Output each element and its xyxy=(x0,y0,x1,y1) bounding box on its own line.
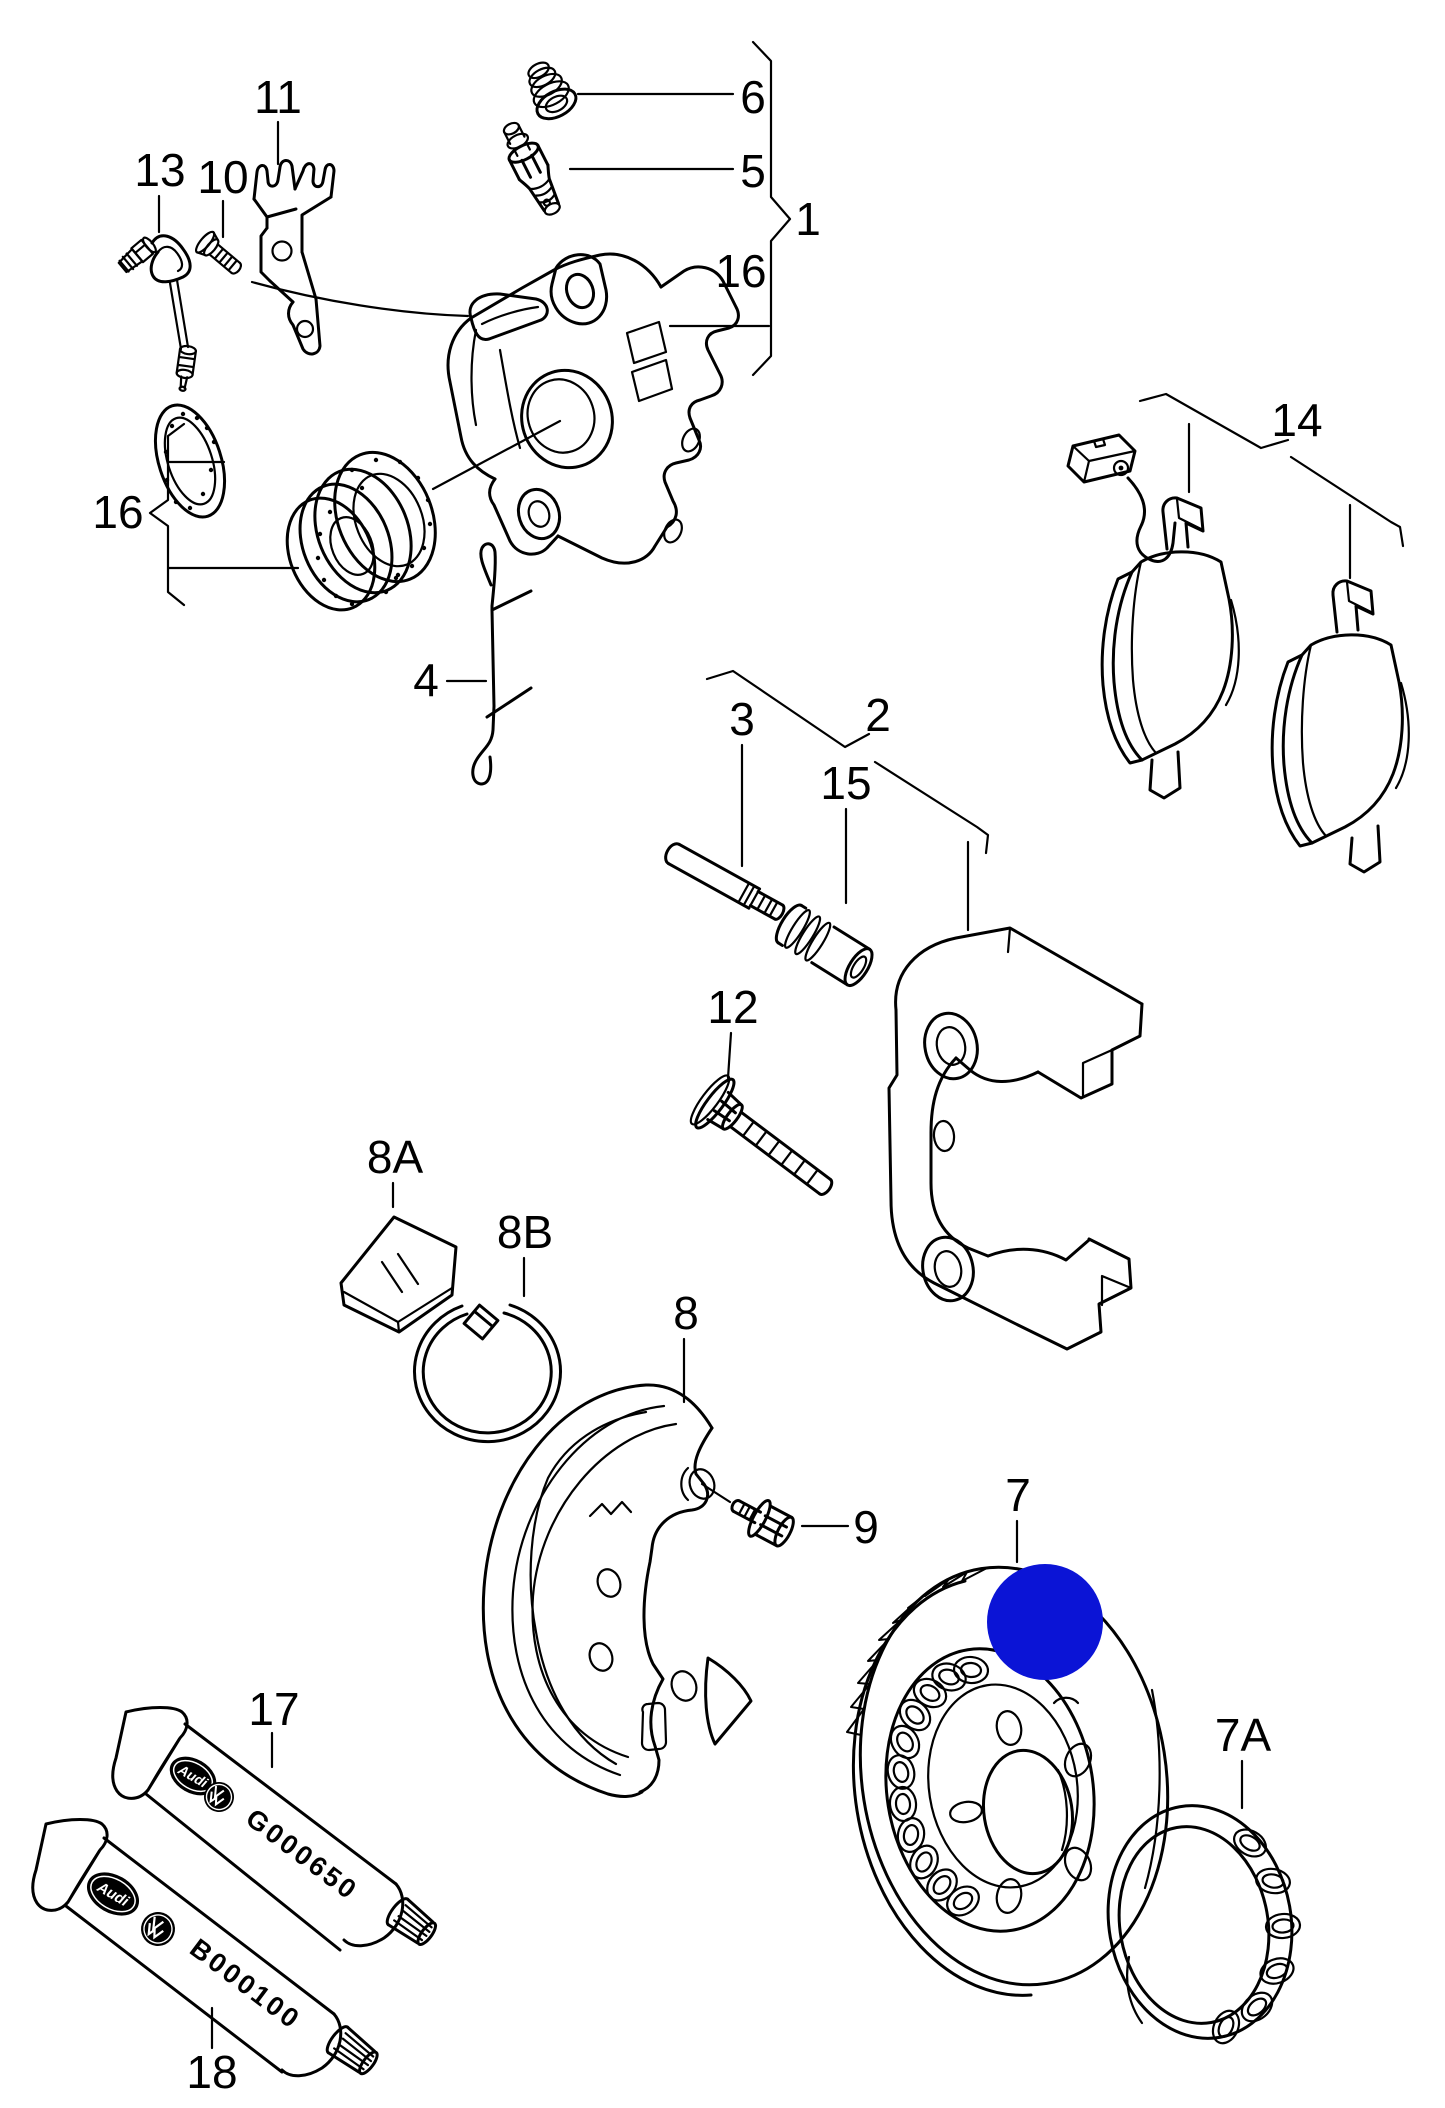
retaining-spring xyxy=(471,542,533,786)
callout-label-7[interactable]: 7 xyxy=(1005,1469,1031,1521)
disc-ring xyxy=(1106,1804,1302,2045)
leader-line-seals-to-bore xyxy=(431,419,562,491)
callout-label-9[interactable]: 9 xyxy=(853,1501,879,1553)
hub-flange xyxy=(884,1647,1096,1933)
callout-label-12[interactable]: 12 xyxy=(707,981,758,1033)
lug-holes xyxy=(949,1710,1093,1914)
callout-label-10[interactable]: 10 xyxy=(197,151,248,203)
callout-label-3[interactable]: 3 xyxy=(729,693,755,745)
bracket-line xyxy=(705,669,871,749)
leader-line xyxy=(726,1031,733,1080)
callout-16-left: 16 xyxy=(92,422,300,607)
brake-disc xyxy=(846,1565,1170,1997)
hose-bracket xyxy=(250,159,470,356)
callout-label-7A[interactable]: 7A xyxy=(1215,1709,1272,1761)
brake-pad-right xyxy=(1270,579,1410,874)
brace xyxy=(148,422,186,607)
callout-label-16-left[interactable]: 16 xyxy=(92,486,143,538)
shield-bolt xyxy=(700,1482,795,1548)
callout-18: 18 xyxy=(186,2006,238,2098)
vw-logo-icon xyxy=(141,1912,175,1946)
callout-2: 2 xyxy=(705,669,990,932)
gasket-ring xyxy=(153,403,227,519)
seal-kit xyxy=(153,403,562,612)
brake-carrier xyxy=(887,926,1144,1351)
callout-label-13[interactable]: 13 xyxy=(134,144,185,196)
callout-8A: 8A xyxy=(367,1131,424,1209)
carrier-bolt xyxy=(689,1074,834,1196)
callout-4: 4 xyxy=(413,654,488,706)
brake-pad-left xyxy=(1100,496,1240,800)
callout-6: 6 xyxy=(576,71,766,123)
bracket-bolt xyxy=(194,230,243,275)
brace xyxy=(751,40,792,377)
callout-15: 15 xyxy=(820,757,872,905)
piston-seal-stack xyxy=(285,450,437,612)
callout-7: 7 xyxy=(1005,1469,1031,1564)
bracket-line xyxy=(873,760,990,855)
callout-13: 13 xyxy=(134,144,186,234)
callout-1-16-brace: 1 16 xyxy=(668,40,821,377)
bleeder-cap xyxy=(527,61,578,121)
callout-label-5[interactable]: 5 xyxy=(740,145,766,197)
callouts: 13 10 11 6 5 1 16 16 4 3 15 2 12 14 xyxy=(92,40,1405,2098)
callout-label-1[interactable]: 1 xyxy=(795,193,821,245)
callout-label-8A[interactable]: 8A xyxy=(367,1131,424,1183)
callout-label-6[interactable]: 6 xyxy=(740,71,766,123)
callout-8B: 8B xyxy=(497,1206,553,1298)
callout-label-8[interactable]: 8 xyxy=(673,1287,699,1339)
hub-bolt-holes xyxy=(886,1655,990,1917)
guide-pin xyxy=(664,842,786,921)
callout-5: 5 xyxy=(568,145,766,197)
callout-11: 11 xyxy=(254,71,302,166)
callout-label-15[interactable]: 15 xyxy=(820,757,871,809)
callout-label-16-right[interactable]: 16 xyxy=(715,245,766,297)
leader-line-11 xyxy=(250,280,470,318)
bracket-line xyxy=(1289,455,1405,548)
callout-label-14[interactable]: 14 xyxy=(1271,394,1322,446)
audi-logo: Audi xyxy=(86,1872,140,1916)
guide-sleeve xyxy=(774,903,874,988)
audi-logo: Audi xyxy=(169,1756,217,1796)
callout-label-4[interactable]: 4 xyxy=(413,654,439,706)
tube-code-17: G000650 xyxy=(240,1803,364,1906)
callout-label-2[interactable]: 2 xyxy=(865,689,891,741)
callout-8: 8 xyxy=(673,1287,699,1404)
callout-17: 17 xyxy=(248,1683,300,1769)
spring-ring xyxy=(413,1303,562,1444)
splash-shield xyxy=(481,1383,753,1798)
callout-10: 10 xyxy=(197,151,249,239)
vent-hatching xyxy=(846,1567,988,1736)
gasket-dots xyxy=(163,411,217,511)
ring-holes xyxy=(1211,1828,1302,2045)
callout-label-17[interactable]: 17 xyxy=(248,1683,299,1735)
retainer-plate xyxy=(339,1215,458,1334)
callout-label-8B[interactable]: 8B xyxy=(497,1206,553,1258)
highlight-dot[interactable] xyxy=(987,1564,1103,1680)
callout-9: 9 xyxy=(800,1501,879,1553)
vw-logo-icon xyxy=(204,1782,234,1812)
callout-12: 12 xyxy=(707,981,759,1080)
leader-line-9-hole xyxy=(700,1482,732,1504)
callout-14: 14 xyxy=(1138,392,1405,580)
callout-label-11[interactable]: 11 xyxy=(254,71,302,123)
callout-3: 3 xyxy=(729,693,755,868)
callout-label-18[interactable]: 18 xyxy=(186,2046,237,2098)
bracket-line xyxy=(1138,392,1290,450)
wear-sensor xyxy=(1066,433,1177,563)
brake-hose xyxy=(117,234,197,392)
brake-pads xyxy=(1066,433,1410,874)
brake-caliper xyxy=(446,252,740,565)
callout-7A: 7A xyxy=(1215,1709,1272,1810)
bleeder-valve xyxy=(502,121,561,216)
center-bore xyxy=(981,1748,1075,1876)
